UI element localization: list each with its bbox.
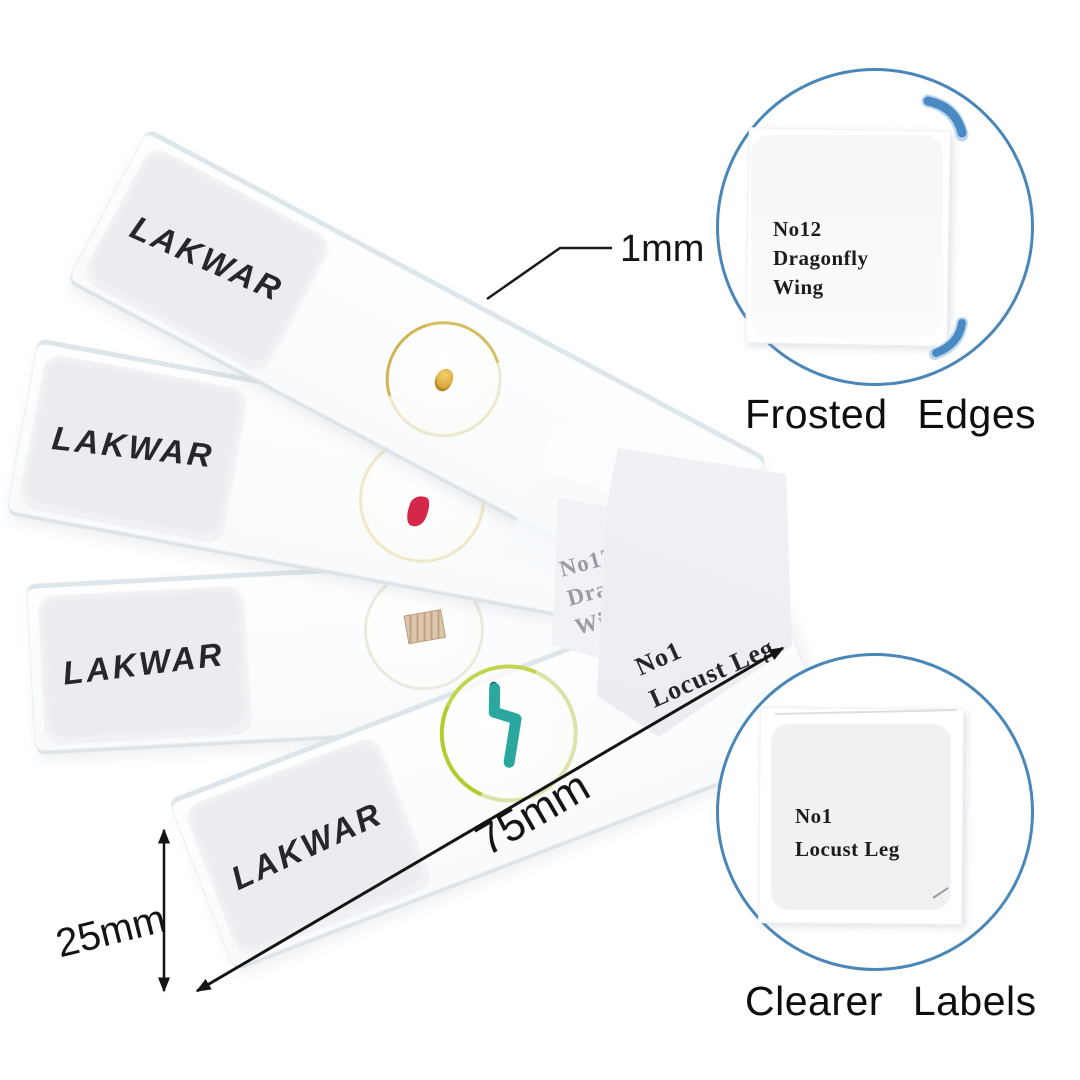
dragonfly-wing-sticker: No12 Dragonfly Wing: [751, 135, 943, 337]
sticker-edge-lines-icon: [774, 709, 958, 899]
clearer-labels-caption: Clearer Labels: [745, 978, 1037, 1024]
label-line: No12: [773, 217, 822, 241]
width-dimension: 25mm: [52, 897, 170, 967]
frosted-edges-callout-circle: No12 Dragonfly Wing: [716, 68, 1034, 386]
locust-leg-sticker: No1 Locust Leg: [771, 724, 951, 910]
thickness-callout-line: [486, 246, 612, 301]
thickness-dimension: 1mm: [620, 228, 704, 270]
dragonfly-wing-sticker-text: No12 Dragonfly Wing: [773, 215, 869, 302]
label-line: Wing: [773, 275, 824, 299]
locust-leg-sticker-text: No1 Locust Leg: [795, 800, 900, 866]
length-dimension: 75mm: [468, 761, 598, 865]
clearer-labels-callout-circle: No1 Locust Leg: [716, 653, 1034, 971]
label-line: Locust Leg: [795, 837, 900, 861]
frosted-edges-caption: Frosted Edges: [745, 391, 1037, 437]
length-dimension-line: [195, 646, 785, 993]
label-line: No1: [795, 804, 833, 828]
label-line: Dragonfly: [773, 246, 869, 270]
frosted-corner-highlights-icon: [921, 94, 969, 360]
